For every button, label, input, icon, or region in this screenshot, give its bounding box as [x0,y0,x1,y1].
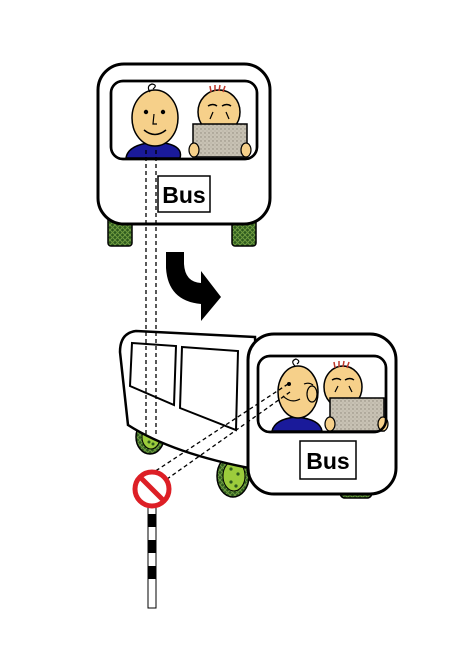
top-driver [125,83,182,159]
side-window-1 [128,341,178,407]
newspaper [192,123,248,158]
top-bus-label: Bus [162,182,205,208]
bottom-bus: Bus [118,329,398,499]
top-bus-sign [157,175,211,213]
bottom-driver [271,358,323,432]
top-bus: Bus [96,62,272,247]
mirror-sight-line-lower [159,391,291,485]
top-passenger [188,84,252,158]
sight-lines [145,150,291,485]
bottom-bus-label: Bus [306,448,349,474]
mirror-sight-line-upper [153,383,289,473]
bottom-bus-sign [299,440,357,480]
curved-arrow-icon [166,252,221,321]
no-entry-sign-icon [132,469,172,609]
newspaper [329,397,385,432]
